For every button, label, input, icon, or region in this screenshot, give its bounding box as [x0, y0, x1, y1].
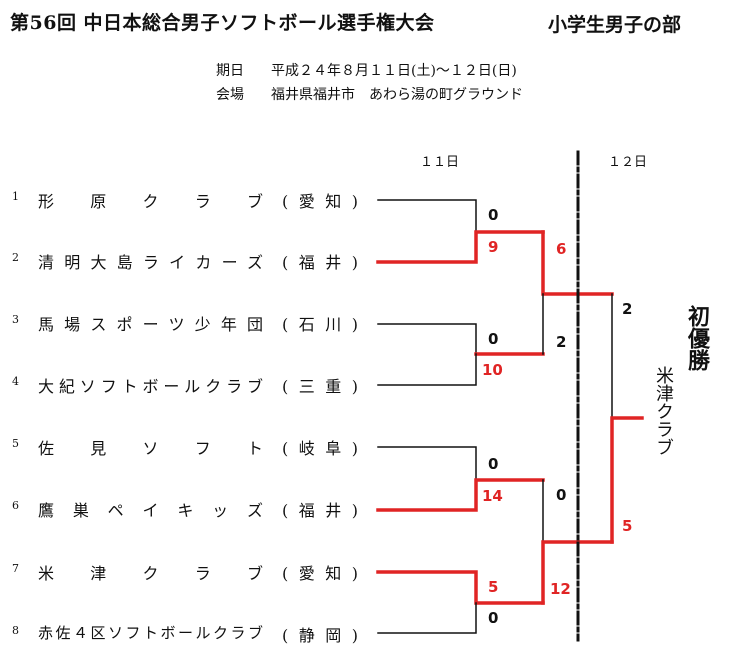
tournament-title: 第56回 中日本総合男子ソフトボール選手権大会 [10, 12, 435, 34]
score-sf2-bottom: 12 [550, 580, 571, 598]
team-name: 清明大島ライカーズ [38, 253, 263, 272]
day-label-2: １２日 [608, 155, 648, 170]
team-prefecture: (愛知) [282, 192, 358, 211]
bracket-line-loser [377, 602, 477, 634]
team-prefecture: (愛知) [282, 564, 358, 583]
date-value: 平成２４年８月１１日(土)〜１２日(日) [271, 63, 517, 79]
score-sf1-top: 6 [556, 240, 567, 258]
score-r1-m1-top: 0 [488, 206, 499, 224]
team-name: 鷹 巣 ペ イ キ ッ ズ [38, 501, 263, 520]
date-label: 期日 [216, 63, 244, 79]
team-name: 米 津 ク ラ ブ [38, 564, 263, 583]
score-r1-m2-top: 0 [488, 330, 499, 348]
team-number: 2 [12, 251, 19, 264]
score-sf1-bottom: 2 [556, 333, 567, 351]
team-name: 佐 見 ソ フ ト [38, 439, 263, 458]
bracket-line-winner [610, 416, 644, 544]
team-number: 3 [12, 313, 19, 326]
team-prefecture: (福井) [282, 501, 358, 520]
team-name: 大紀ソフトボールクラブ [38, 377, 263, 396]
venue-value: 福井県福井市 あわら湯の町グラウンド [271, 87, 523, 103]
team-name: 赤佐４区ソフトボールクラブ [38, 624, 263, 642]
score-r1-m4-top: 5 [488, 578, 499, 596]
bracket-line-winner [376, 570, 545, 605]
bracket-line-winner [541, 540, 614, 605]
team-number: 6 [12, 499, 19, 512]
team-prefecture: (三重) [282, 377, 358, 396]
team-number: 1 [12, 190, 19, 203]
team-prefecture: (福井) [282, 253, 358, 272]
bracket-line-loser [377, 199, 477, 233]
date-line: 期日 平成２４年８月１１日(土)〜１２日(日) [216, 60, 517, 80]
team-name: 馬場スポーツ少年団 [38, 315, 263, 334]
team-number: 5 [12, 437, 19, 450]
venue-label: 会場 [216, 87, 244, 103]
division-label: 小学生男子の部 [548, 14, 682, 36]
team-prefecture: (静岡) [282, 626, 358, 645]
score-r1-m1-bottom: 9 [488, 238, 499, 256]
team-number: 7 [12, 562, 19, 575]
team-prefecture: (岐阜) [282, 439, 358, 458]
bracket-line-winner [376, 230, 545, 264]
team-prefecture: (石川) [282, 315, 358, 334]
score-r1-m3-top: 0 [488, 455, 499, 473]
score-r1-m3-bottom: 14 [482, 487, 503, 505]
score-sf2-top: 0 [556, 486, 567, 504]
day-label-1: １１日 [420, 155, 460, 170]
bracket-line-winner [377, 323, 544, 355]
team-name: 形 原 ク ラ ブ [38, 192, 263, 211]
score-r1-m4-bottom: 0 [488, 609, 499, 627]
team-number: 8 [12, 624, 19, 637]
bracket-line-winner [376, 478, 545, 512]
bracket-line-loser [377, 446, 477, 481]
score-final-top: 2 [622, 300, 633, 318]
score-final-bottom: 5 [622, 517, 633, 535]
venue-line: 会場 福井県福井市 あわら湯の町グラウンド [216, 84, 523, 104]
champion-label: 初優勝 [684, 305, 709, 371]
team-number: 4 [12, 375, 19, 388]
bracket-line-loser [377, 353, 477, 386]
score-r1-m2-bottom: 10 [482, 361, 503, 379]
champion-team: 米津クラブ [653, 366, 674, 456]
